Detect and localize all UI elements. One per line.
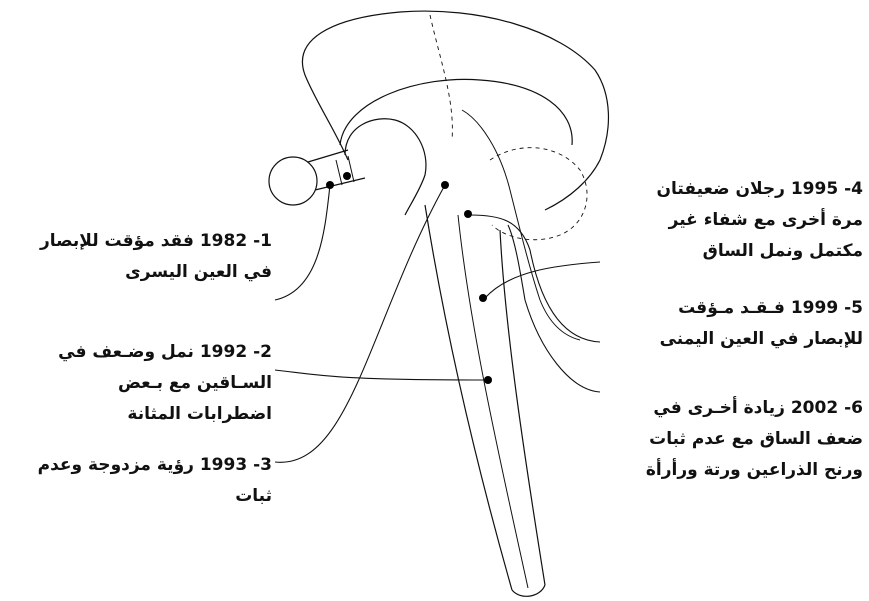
annotation-1-line-1: 1- 1982 فقد مؤقت للإبصار (40, 226, 272, 257)
annotation-6: 6- 2002 زيادة أخـرى في ضعف الساق مع عدم … (646, 393, 863, 486)
lesion-dot-1 (326, 181, 334, 189)
annotation-5-line-1: 5- 1999 فـقـد مـؤقت (660, 293, 863, 324)
annotation-3-line-1: 3- 1993 رؤية مزدوجة وعدم (38, 450, 272, 481)
annotation-2: 2- 1992 نمل وضـعف في السـاقين مع بـعض اض… (58, 337, 272, 430)
lesion-dot-2 (484, 376, 492, 384)
central-sulcus (430, 15, 452, 140)
annotation-6-line-3: ورنح الذراعين ورتة ورأرأة (646, 455, 863, 486)
lesion-dot-5 (464, 210, 472, 218)
lesion-dot-3 (441, 181, 449, 189)
diencephalon-outline (340, 79, 572, 145)
cerebellum-outline (490, 148, 587, 240)
annotation-3: 3- 1993 رؤية مزدوجة وعدم ثبات (38, 450, 272, 512)
annotation-3-line-2: ثبات (38, 481, 272, 512)
annotation-2-line-2: السـاقين مع بـعض (58, 368, 272, 399)
optic-nerve-lower (315, 178, 365, 190)
leader-line-1 (275, 185, 330, 300)
eyeball (269, 157, 317, 205)
annotation-4-line-3: مكتمل ونمل الساق (657, 236, 863, 267)
annotation-6-line-1: 6- 2002 زيادة أخـرى في (646, 393, 863, 424)
optic-nerve-upper (308, 150, 348, 162)
annotation-2-line-1: 2- 1992 نمل وضـعف في (58, 337, 272, 368)
lesion-dot-4 (479, 294, 487, 302)
annotation-5-line-2: للإبصار في العين اليمنى (660, 324, 863, 355)
annotation-4-line-2: مرة أخرى مع شفاء غير (657, 205, 863, 236)
leader-line-5 (470, 215, 600, 342)
leader-line-6 (508, 225, 600, 392)
lesion-dot-optic (343, 172, 351, 180)
annotation-5: 5- 1999 فـقـد مـؤقت للإبصار في العين الي… (660, 293, 863, 355)
annotation-4: 4- 1995 رجلان ضعيفتان مرة أخرى مع شفاء غ… (657, 174, 863, 267)
annotation-1-line-2: في العين اليسرى (40, 257, 272, 288)
brainstem-inner-curve (462, 110, 580, 340)
cerebrum-outline (302, 11, 608, 210)
annotation-1: 1- 1982 فقد مؤقت للإبصار في العين اليسرى (40, 226, 272, 288)
annotation-4-line-1: 4- 1995 رجلان ضعيفتان (657, 174, 863, 205)
optic-nerve-band-1 (336, 160, 342, 185)
spinal-cord-left-edge (425, 205, 512, 590)
leader-line-3 (275, 185, 445, 462)
pons-outline (345, 119, 426, 215)
leader-line-2 (275, 370, 488, 380)
spinal-cord-tip (512, 585, 545, 596)
annotation-6-line-2: ضعف الساق مع عدم ثبات (646, 424, 863, 455)
annotation-2-line-3: اضطرابات المثانة (58, 399, 272, 430)
